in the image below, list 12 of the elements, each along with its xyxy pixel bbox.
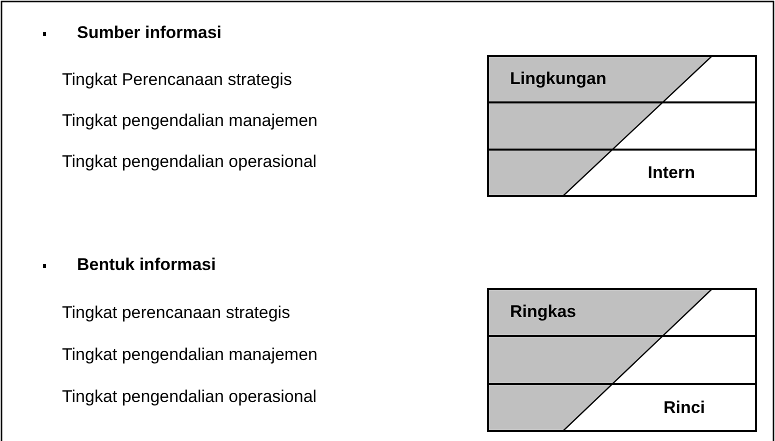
level-text: Tingkat pengendalian operasional [62, 387, 317, 407]
lower-end-label: Rinci [663, 398, 705, 418]
level-text: Tingkat pengendalian manajemen [62, 111, 318, 131]
level-text: Tingkat perencanaan strategis [62, 303, 290, 323]
section-heading: Bentuk informasi [77, 255, 216, 275]
level-text: Tingkat pengendalian operasional [62, 152, 317, 172]
upper-end-label: Lingkungan [510, 68, 606, 89]
level-text: Tingkat Perencanaan strategis [62, 70, 292, 90]
lower-end-label: Intern [648, 163, 695, 184]
upper-end-label: Ringkas [510, 302, 576, 322]
level-text: Tingkat pengendalian manajemen [62, 345, 318, 365]
section-heading: Sumber informasi [77, 23, 222, 43]
